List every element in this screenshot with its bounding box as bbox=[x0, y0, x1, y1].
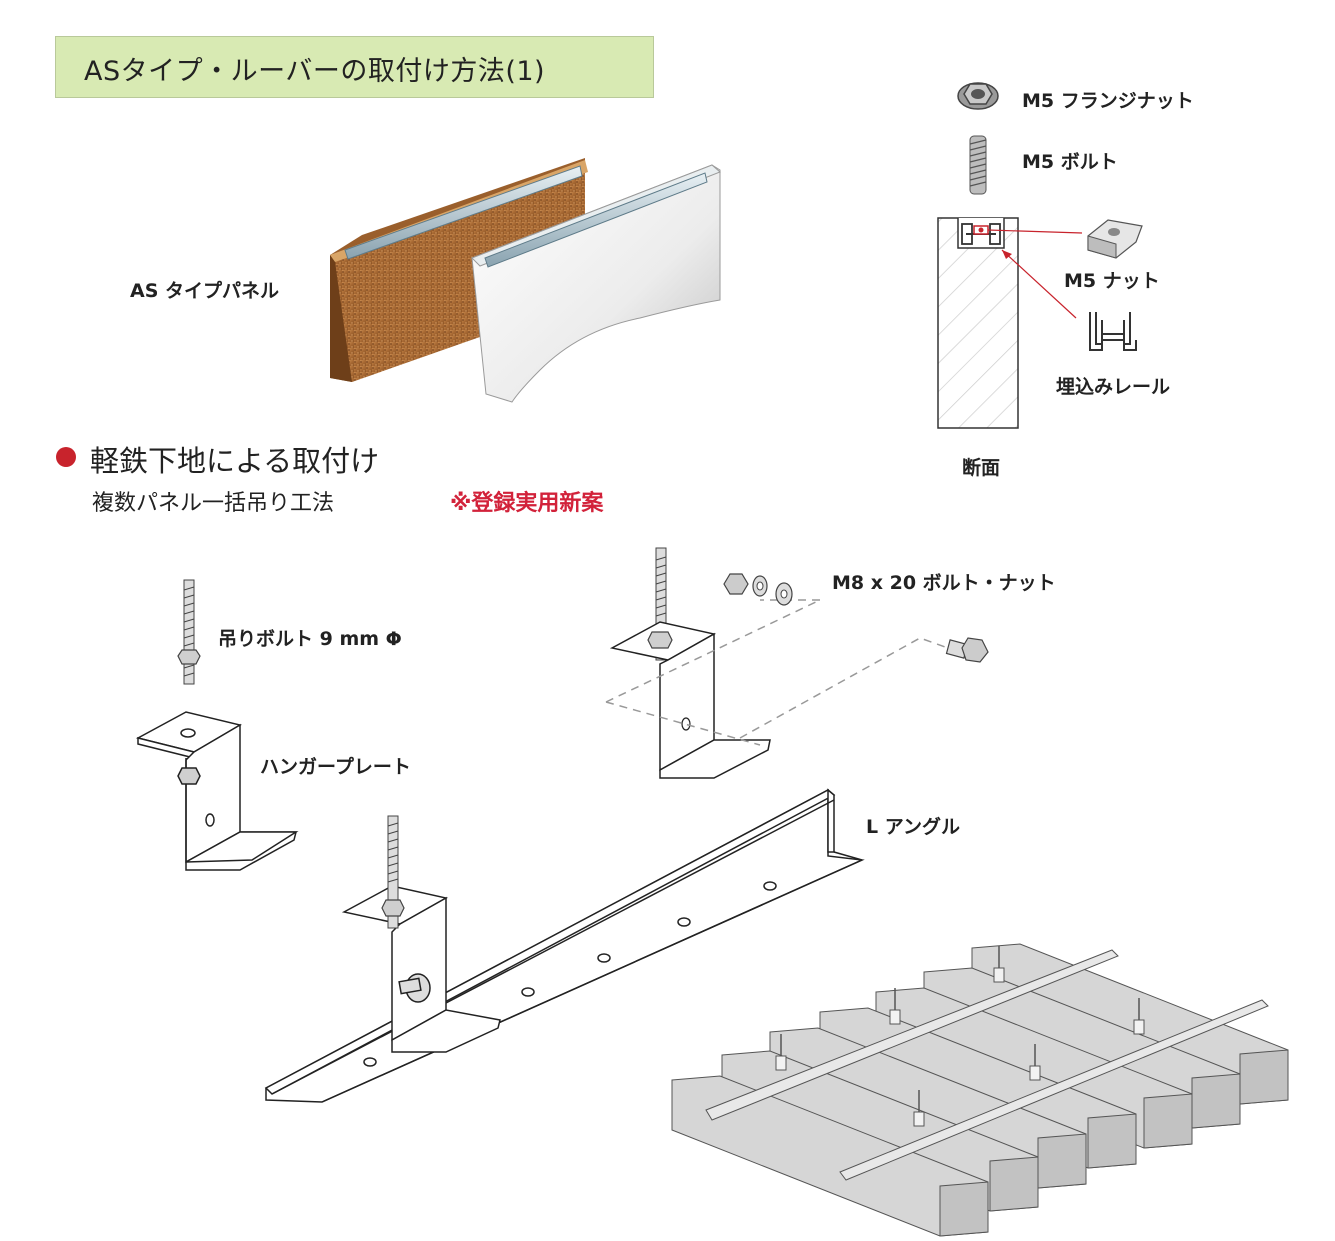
section-title: 軽鉄下地による取付け bbox=[90, 444, 380, 478]
label-hanger-plate: ハンガープレート bbox=[260, 756, 411, 778]
page-title: ASタイプ・ルーバーの取付け方法(1) bbox=[84, 56, 546, 87]
hanger-plate-illustration bbox=[135, 711, 299, 871]
label-l-angle: L アングル bbox=[866, 816, 960, 838]
title-box: ASタイプ・ルーバーの取付け方法(1) bbox=[55, 36, 654, 98]
label-section: 断面 bbox=[962, 457, 1001, 479]
label-m5-bolt: M5 ボルト bbox=[1022, 151, 1118, 173]
section-subtitle: 複数パネル一括吊り工法 bbox=[92, 491, 335, 516]
m5-bolt-icon bbox=[969, 135, 987, 195]
label-rail: 埋込みレール bbox=[1056, 376, 1171, 398]
l-angle-assembly bbox=[264, 788, 865, 1103]
label-flange-nut: M5 フランジナット bbox=[1022, 90, 1194, 112]
label-hanging-bolt: 吊りボルト 9 mm Φ bbox=[218, 628, 402, 650]
louver-ceiling-illustration bbox=[671, 943, 1289, 1237]
white-panel-illustration bbox=[471, 164, 721, 403]
section-bullet-icon bbox=[56, 447, 76, 467]
label-panel: AS タイプパネル bbox=[130, 280, 280, 302]
hanging-bolt-illustration bbox=[177, 579, 201, 685]
cross-section-drawing bbox=[937, 217, 1083, 429]
label-m8-bolt-nut: M8 x 20 ボルト・ナット bbox=[832, 572, 1056, 594]
l-angle-bolt bbox=[381, 815, 405, 929]
flange-nut-icon bbox=[957, 82, 999, 110]
bolt-hanger-assembly bbox=[605, 547, 989, 779]
patent-note: ※登録実用新案 bbox=[450, 491, 604, 516]
wood-panel-illustration bbox=[330, 158, 588, 382]
embedded-rail-icon bbox=[1089, 312, 1137, 351]
label-m5-nut: M5 ナット bbox=[1064, 270, 1160, 292]
m5-nut-icon bbox=[1087, 219, 1143, 259]
